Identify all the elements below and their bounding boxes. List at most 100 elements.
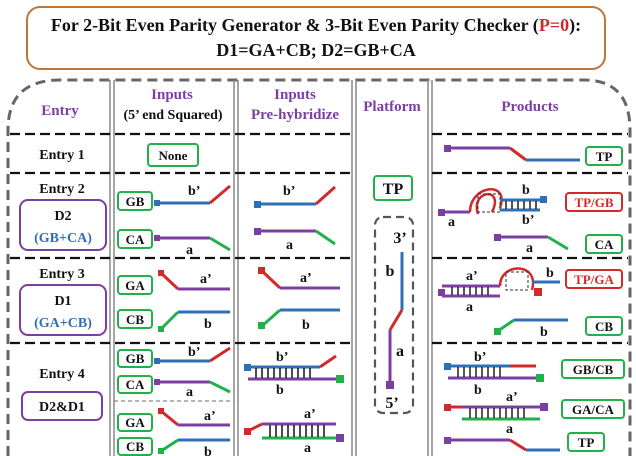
base-pairs — [457, 367, 501, 377]
b-prime-label: b’ — [283, 184, 295, 199]
b-prime-label: b’ — [188, 184, 200, 199]
product-cb-label: CB — [595, 319, 613, 334]
a-prime-label: a’ — [466, 269, 478, 284]
entry-4-box-label: D2&D1 — [39, 400, 85, 415]
header-inputs-1-sub: (5’ end Squared) — [123, 108, 222, 123]
strand-end-square — [540, 403, 548, 411]
cb-label: CB — [126, 439, 144, 454]
platform-tp-label: TP — [383, 181, 404, 198]
a-label: a — [466, 300, 473, 315]
product-ca-box — [585, 234, 623, 254]
b-label: b — [204, 317, 212, 332]
title-text-end: ): — [569, 15, 582, 35]
b-label: b — [276, 383, 284, 398]
title-line-2: D1=GA+CB; D2=GB+CA — [216, 40, 416, 60]
base-pairs — [451, 287, 489, 295]
product-tp-gb-box — [565, 192, 623, 212]
ga-box — [117, 413, 153, 432]
title-box: For 2-Bit Even Parity Generator & 3-Bit … — [26, 6, 606, 70]
loop-dashed — [477, 193, 501, 213]
a-prime-label: a’ — [300, 271, 312, 286]
entry4-inputs: GB b’ CA a GA a’ CB b — [117, 345, 231, 456]
product-tp-ga-label: TP/GA — [574, 272, 614, 287]
strand-segment — [509, 146, 527, 162]
strand-segment — [509, 438, 527, 452]
ca-label: CA — [126, 232, 145, 247]
strand-end-square — [438, 289, 445, 296]
base-pairs — [269, 425, 325, 437]
strand-end-square — [444, 145, 451, 152]
loop-strand — [468, 188, 503, 213]
platform-3prime: 3’ — [393, 230, 406, 247]
header-inputs-1: Inputs — [151, 87, 193, 103]
strand-end-square — [336, 375, 344, 383]
a-prime-label: a’ — [204, 409, 216, 424]
platform-b-label: b — [386, 263, 395, 280]
a-prime-label: a’ — [200, 272, 212, 287]
b-prime-label: b’ — [276, 350, 288, 365]
platform-strand-link — [388, 309, 404, 331]
platform-end-square — [386, 381, 394, 389]
header-platform: Platform — [363, 99, 421, 115]
entry-3-label: Entry 3 — [39, 267, 85, 282]
header-products: Products — [501, 99, 558, 115]
product-tp-label: TP — [596, 149, 613, 164]
a-label: a — [186, 385, 193, 400]
prehyb-entry4: b’ b a’ a — [244, 350, 344, 456]
strand-segment — [209, 346, 231, 363]
loop-strand — [475, 193, 497, 215]
strand-end-square — [254, 201, 261, 208]
strand-end-square — [444, 437, 451, 444]
product-cb-box — [585, 316, 623, 336]
cb-box — [117, 437, 153, 456]
platform-tp-box — [373, 175, 413, 201]
strand-segment — [319, 354, 337, 369]
strand-segment — [209, 236, 231, 252]
base-pairs — [505, 201, 537, 209]
entry3-inputs: GA a’ CB b — [117, 270, 230, 332]
entry-1-label: Entry 1 — [39, 148, 85, 163]
cb-box — [117, 309, 153, 329]
platform-a-label: a — [396, 343, 404, 360]
a-prime-label: a’ — [304, 407, 316, 422]
entry2-inputs: GB b’ CA a — [117, 184, 231, 258]
strand-segment — [160, 438, 179, 453]
row-separators — [10, 132, 628, 345]
entry-2-box — [19, 199, 107, 251]
a-label: a — [304, 441, 311, 456]
strand-segment — [160, 409, 179, 427]
product-ga-ca-label: GA/CA — [572, 402, 615, 417]
strand-segment — [209, 184, 231, 205]
product-tp-ga-box — [565, 269, 623, 289]
strand-end-square — [494, 234, 501, 241]
ga-box — [117, 275, 153, 295]
strand-segment — [261, 308, 281, 328]
b-label: b — [474, 383, 482, 398]
strand-end-square — [540, 196, 547, 203]
entry-4-label: Entry 4 — [39, 367, 85, 382]
entry-3-box-sum: (GA+CB) — [34, 316, 92, 331]
strand-segment — [260, 269, 282, 290]
strand-segment — [209, 380, 231, 394]
gb-label: GB — [126, 194, 145, 209]
prehyb-entry2: b’ a — [254, 184, 337, 253]
title-line-1: For 2-Bit Even Parity Generator & 3-Bit … — [28, 13, 604, 38]
strand-end-square — [536, 374, 544, 382]
a-prime-label: a’ — [506, 390, 518, 405]
strand-end-square — [244, 364, 251, 371]
header-entry: Entry — [41, 103, 79, 119]
strand-end-square — [244, 428, 251, 435]
a-label: a — [526, 241, 533, 256]
title-parity: P=0 — [538, 15, 570, 35]
none-label: None — [159, 148, 188, 163]
product-ga-ca-box — [561, 399, 625, 419]
a-label: a — [186, 243, 193, 258]
base-pairs — [469, 408, 525, 418]
strand-end-square — [444, 363, 451, 370]
entry-2-box-d2: D2 — [54, 209, 71, 224]
strand-segment — [159, 310, 180, 331]
header-inputs-2-sub: Pre-hybridize — [251, 107, 339, 123]
gb-box — [117, 191, 153, 211]
gb-label: GB — [126, 351, 145, 366]
entry-3-box-d1: D1 — [54, 294, 71, 309]
